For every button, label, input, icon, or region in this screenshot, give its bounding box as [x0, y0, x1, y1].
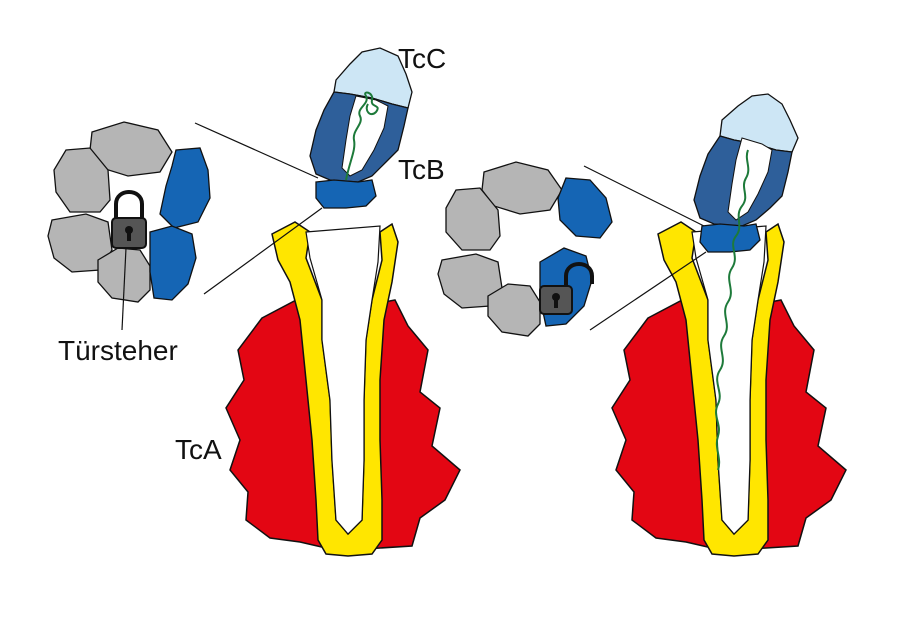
tcb-gate-open	[699, 223, 761, 253]
gatekeeper-domain	[557, 177, 613, 239]
closed-lock-icon	[111, 190, 147, 249]
closed-assembly	[225, 47, 461, 557]
cargo-threaded	[715, 149, 750, 471]
label-gatekeeper: Türsteher	[58, 335, 178, 366]
tcb-gate-closed	[315, 179, 377, 209]
leader-line-bottom-open	[589, 251, 707, 331]
leader-line-top-closed	[194, 122, 319, 179]
label-tca: TcA	[175, 434, 222, 465]
leader-line-bottom-closed	[203, 207, 323, 295]
tcc-cavity-open	[727, 137, 773, 221]
tca-channel-open	[691, 225, 767, 535]
gatekeeper-domain	[149, 225, 197, 301]
open-assembly	[611, 93, 847, 557]
label-tcb: TcB	[398, 154, 445, 185]
ring-subunit	[445, 187, 501, 251]
ring-open	[437, 161, 613, 337]
leader-line-top-open	[583, 165, 705, 227]
label-tcc: TcC	[398, 43, 447, 74]
gatekeeper-domain	[159, 147, 211, 229]
open-lock-icon	[539, 262, 594, 315]
tcc-cavity-closed	[341, 95, 389, 177]
ring-subunit	[53, 147, 111, 213]
cargo-folded	[345, 91, 379, 181]
gatekeeper-leader-line	[121, 247, 127, 331]
ring-subunit	[487, 283, 541, 337]
ring-closed	[47, 121, 211, 303]
tca-channel-closed	[305, 225, 381, 535]
